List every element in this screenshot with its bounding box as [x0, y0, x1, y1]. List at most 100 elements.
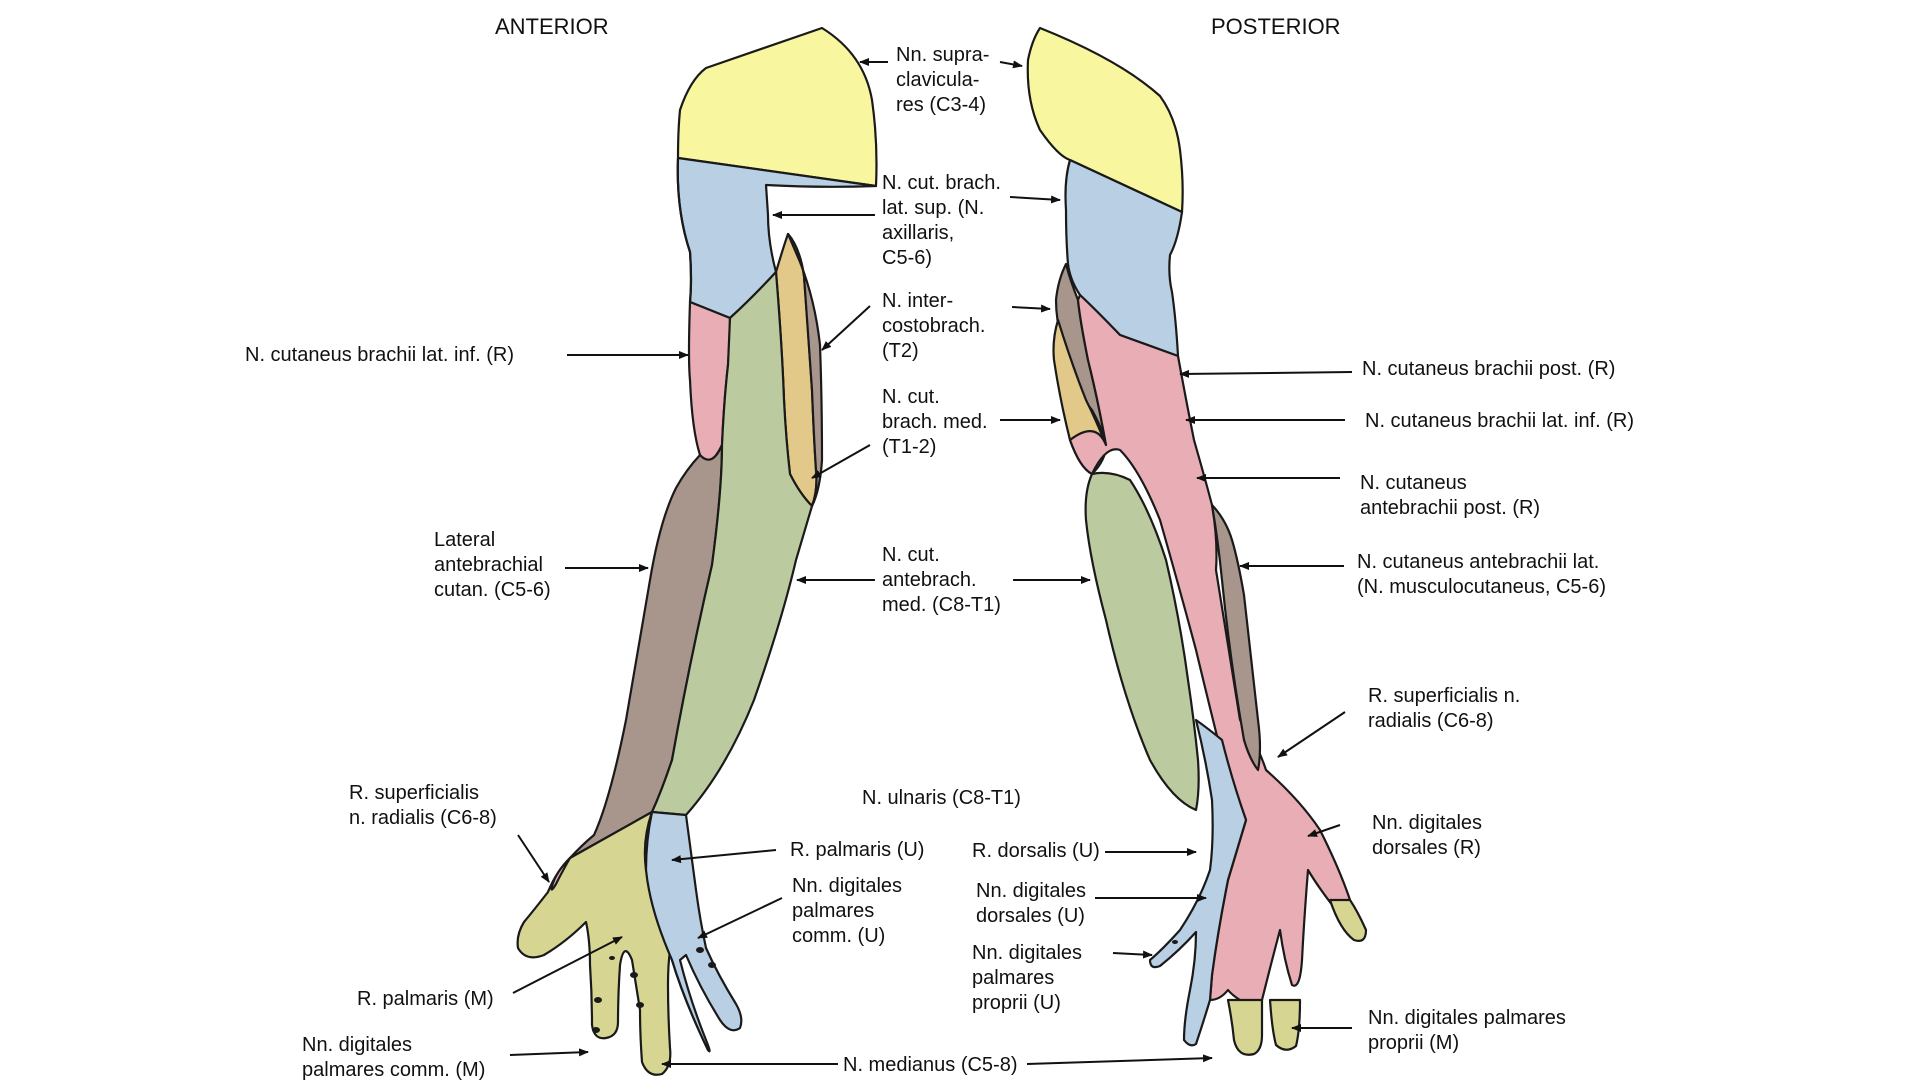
label-line: N. cutaneus: [1360, 472, 1467, 494]
label-antebrach-med: N. cut. antebrach. med. (C8-T1): [882, 543, 1001, 618]
dermatome-spots: [592, 940, 1178, 1033]
label-line: Nn. digitales: [976, 880, 1087, 902]
label-line: C5-6): [882, 247, 933, 269]
label-line: R. dorsalis (U): [972, 840, 1100, 862]
label-line: dorsales (R): [1372, 837, 1481, 859]
label-line: N. inter-: [882, 290, 954, 312]
label-line: Nn. digitales: [792, 875, 903, 897]
anterior-medial-antebrachial-region: [650, 270, 814, 817]
label-line: N. cutaneus brachii post. (R): [1362, 358, 1616, 380]
label-digitales-palm-comm-u: Nn. digitales palmares comm. (U): [792, 874, 902, 949]
arrow-supraclav-post: [999, 60, 1023, 69]
label-antebrachii-post: N. cutaneus antebrachii post. (R): [1360, 471, 1540, 521]
arrow-medianus-post: [1026, 1054, 1213, 1065]
label-antebrachii-lat: N. cutaneus antebrachii lat. (N. musculo…: [1357, 550, 1606, 600]
label-palmaris-m: R. palmaris (M): [357, 987, 494, 1012]
label-line: res (C3-4): [896, 94, 987, 116]
label-line: dorsales (U): [976, 905, 1085, 927]
anterior-arm: [516, 26, 878, 1076]
arrow-palmaris-m: [512, 936, 623, 994]
label-brach-lat-sup: N. cut. brach. lat. sup. (N. axillaris, …: [882, 171, 1001, 271]
label-line: n. radialis (C6-8): [349, 807, 497, 829]
label-line: (N. musculocutaneus, C5-6): [1357, 576, 1606, 598]
label-line: Nn. digitales palmares: [1368, 1007, 1566, 1029]
label-line: palmares: [792, 900, 875, 922]
anterior-intercostobrachial-region: [786, 232, 824, 508]
label-line: N. cut.: [882, 386, 940, 408]
arrow-superficialis-post: [1277, 711, 1346, 758]
label-line: N. cutaneus brachii lat. inf. (R): [245, 344, 514, 366]
pointer-arrows: [509, 58, 1353, 1068]
arrow-digitales-palm-proprii-u: [1112, 950, 1153, 959]
arrow-superficialis-ant: [517, 834, 550, 883]
label-line: proprii (U): [972, 992, 1061, 1014]
label-supraclav: Nn. supra- clavicula- res (C3-4): [896, 43, 989, 118]
label-line: R. palmaris (M): [357, 988, 494, 1010]
label-line: N. cutaneus brachii lat. inf. (R): [1365, 410, 1634, 432]
label-line: R. superficialis n.: [1368, 685, 1521, 707]
arrow-digitales-palm-comm-u: [697, 897, 783, 939]
label-dorsalis-u: R. dorsalis (U): [972, 839, 1100, 864]
label-palmaris-u: R. palmaris (U): [790, 838, 924, 863]
anterior-ulnar-hand-region: [644, 810, 743, 1053]
label-line: Nn. supra-: [896, 44, 990, 66]
label-line: N. cutaneus antebrachii lat.: [1357, 551, 1600, 573]
label-line: Nn. digitales: [1372, 812, 1483, 834]
heading-posterior: POSTERIOR: [1211, 14, 1341, 39]
spot: [636, 1002, 644, 1008]
label-digitales-palm-proprii-u: Nn. digitales palmares proprii (U): [972, 941, 1082, 1016]
arrow-brachii-post: [1179, 369, 1353, 378]
arrow-digitales-dors-r: [1307, 824, 1341, 837]
label-line: (T1-2): [882, 436, 937, 458]
label-line: Nn. digitales: [972, 942, 1083, 964]
heading-anterior: ANTERIOR: [495, 14, 609, 39]
label-line: Nn. digitales: [302, 1034, 413, 1056]
posterior-medial-antebrachial-region: [1084, 471, 1200, 812]
label-superficialis-post: R. superficialis n. radialis (C6-8): [1368, 684, 1520, 734]
label-brachii-lat-inf-post: N. cutaneus brachii lat. inf. (R): [1365, 409, 1634, 434]
posterior-lateral-antebrachial-region: [1210, 503, 1262, 772]
label-line: N. medianus (C5-8): [843, 1054, 1018, 1076]
label-line: antebrachial: [434, 554, 543, 576]
label-line: comm. (U): [792, 925, 886, 947]
label-line: antebrach.: [882, 569, 977, 591]
anterior-arm-outline: [676, 157, 693, 303]
spot: [594, 997, 602, 1003]
label-line: N. ulnaris (C8-T1): [862, 787, 1021, 809]
label-line: clavicula-: [896, 69, 980, 91]
label-brachii-post: N. cutaneus brachii post. (R): [1362, 357, 1615, 382]
arrow-intercosto-post: [1011, 304, 1051, 313]
arrow-brach-med-ant: [811, 444, 871, 479]
label-line: antebrachii post. (R): [1360, 497, 1541, 519]
label-line: proprii (M): [1368, 1032, 1460, 1054]
spot: [708, 962, 716, 968]
label-line: (T2): [882, 340, 919, 362]
label-digitales-dors-r: Nn. digitales dorsales (R): [1372, 811, 1482, 861]
label-line: palmares comm. (M): [302, 1059, 486, 1081]
spot: [1172, 940, 1178, 944]
arrow-brach-lat-sup-post: [1009, 195, 1061, 204]
spot: [696, 947, 704, 953]
label-line: cutan. (C5-6): [434, 579, 551, 601]
posterior-median-fingertip-region: [1226, 898, 1368, 1056]
label-line: med. (C8-T1): [882, 594, 1001, 616]
label-digitales-palm-proprii-m: Nn. digitales palmares proprii (M): [1368, 1006, 1566, 1056]
label-line: R. superficialis: [349, 782, 480, 804]
label-digitales-palm-comm-m: Nn. digitales palmares comm. (M): [302, 1033, 485, 1083]
label-digitales-dors-u: Nn. digitales dorsales (U): [976, 879, 1086, 929]
spot: [630, 972, 638, 978]
label-lateral-antebrachial: Lateral antebrachial cutan. (C5-6): [434, 528, 551, 603]
posterior-ulnar-hand-region: [1148, 718, 1248, 1047]
spot: [592, 1027, 600, 1033]
anterior-radial-thenar-spot: [550, 856, 572, 891]
arrow-intercosto-ant: [821, 305, 871, 351]
label-line: R. palmaris (U): [790, 839, 925, 861]
spot: [609, 956, 615, 960]
label-line: costobrach.: [882, 315, 986, 337]
arrow-palmaris-u: [671, 849, 777, 864]
label-brach-med: N. cut. brach. med. (T1-2): [882, 385, 988, 460]
label-line: palmares: [972, 967, 1055, 989]
label-medianus: N. medianus (C5-8): [843, 1053, 1018, 1078]
label-line: brach. med.: [882, 411, 988, 433]
